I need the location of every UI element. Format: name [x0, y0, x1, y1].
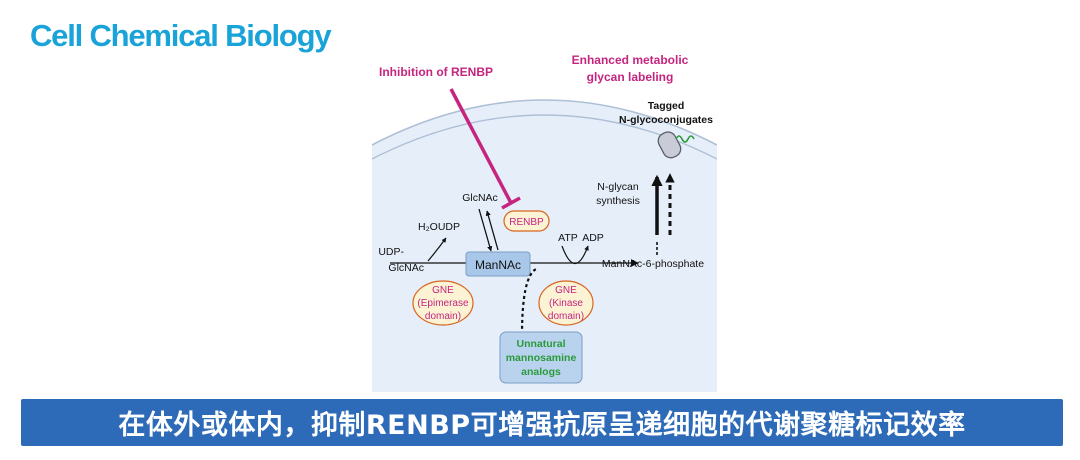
- gne-kinase-line1: GNE: [555, 285, 577, 296]
- atp-label: ATP: [558, 232, 578, 244]
- glcnac-label: GlcNAc: [462, 192, 498, 204]
- nglycan-label-line1: N-glycan: [597, 181, 639, 193]
- udp-glcnac-line2: GlcNAc: [388, 262, 424, 274]
- h2o-udp-arrow: [427, 237, 447, 262]
- mannac6p-label: ManNAc-6-phosphate: [602, 258, 704, 270]
- tagged-label-line2: N-glycoconjugates: [619, 114, 713, 126]
- gne-kinase-enzyme: [538, 280, 594, 326]
- unnatural-line2: mannosamine: [506, 352, 577, 364]
- mannac-label: ManNAc: [475, 258, 521, 272]
- udp-glcnac-line1: UDP-: [378, 246, 404, 258]
- unnatural-line3: analogs: [521, 366, 561, 378]
- unnatural-line1: Unnatural: [516, 338, 565, 350]
- h2o-udp-label: H₂OUDP: [418, 221, 460, 233]
- gne-kinase-line2: (Kinase: [549, 298, 583, 309]
- mannac-to-glcnac-arrow: [485, 210, 499, 251]
- mannac-box: [465, 251, 531, 277]
- membrane-outer: [371, 99, 718, 146]
- analog-entry-path: [520, 268, 537, 336]
- caption-banner: 在体外或体内，抑制RENBP可增强抗原呈递细胞的代谢聚糖标记效率: [21, 399, 1063, 446]
- tagged-label-line1: Tagged: [648, 100, 685, 112]
- gne-epimerase-line2: (Epimerase: [417, 298, 469, 309]
- enhanced-label-line2: glycan labeling: [587, 70, 674, 84]
- inhibition-label: Inhibition of RENBP: [379, 65, 493, 79]
- enhanced-label-line1: Enhanced metabolic: [572, 53, 689, 67]
- journal-logo: Cell Chemical Biology: [30, 18, 332, 53]
- inhibition-bar: [501, 196, 521, 210]
- glcnac-to-mannac-arrow: [478, 208, 493, 252]
- inhibition-line: [449, 88, 513, 204]
- atp-adp-arrow: [561, 245, 589, 265]
- unnatural-analogs-box: [499, 331, 583, 384]
- pathway-figure: Inhibition of RENBP Enhanced metabolic g…: [371, 45, 718, 392]
- tag-icon: [675, 135, 695, 143]
- nglycan-label-line2: synthesis: [596, 195, 640, 207]
- gne-kinase-line3: domain): [548, 311, 584, 322]
- glycoconjugate-icon: [657, 131, 682, 159]
- gne-epimerase-line1: GNE: [432, 285, 454, 296]
- adp-label: ADP: [582, 232, 604, 244]
- gne-epimerase-enzyme: [412, 280, 474, 326]
- gne-epimerase-line3: domain): [425, 311, 461, 322]
- renbp-enzyme: [503, 210, 550, 232]
- renbp-label: RENBP: [509, 217, 544, 228]
